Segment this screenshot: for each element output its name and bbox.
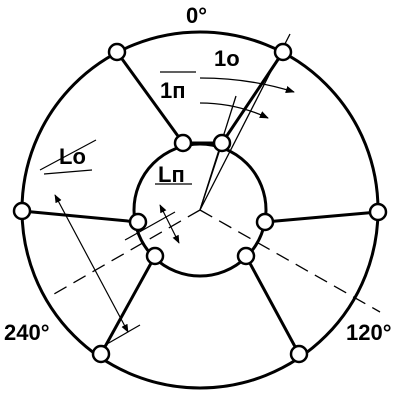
hinge-outer-right xyxy=(368,202,388,222)
centerline-120 xyxy=(199,209,381,313)
hinge-inner-bottom-left xyxy=(145,246,165,266)
angle-arc-outer xyxy=(199,77,295,93)
hinge-outer-top-right xyxy=(273,42,293,62)
inner-angle-label: 1п xyxy=(160,78,186,103)
dimension-ln xyxy=(124,183,192,244)
angle-arc-inner xyxy=(199,102,269,119)
angle-label-120: 120° xyxy=(346,320,392,345)
hinge-inner-top-left xyxy=(173,133,193,153)
angle-label-240: 240° xyxy=(4,320,50,345)
outer-angle-label: 1о xyxy=(214,46,240,71)
hinge-inner-top-right xyxy=(212,133,232,153)
dimension-lo xyxy=(39,139,141,349)
hinge-inner-bottom-right xyxy=(236,246,256,266)
hinge-outer-bottom-left xyxy=(91,344,111,364)
hinge-outer-left xyxy=(12,201,32,221)
radial-line-mid xyxy=(199,142,223,211)
inner-length-label: Lп xyxy=(158,162,185,187)
hinge-outer-top-left xyxy=(107,42,127,62)
rods xyxy=(21,51,379,355)
hinge-outer-bottom-right xyxy=(289,344,309,364)
outer-length-label: Lо xyxy=(59,144,86,169)
hinge-inner-right xyxy=(255,212,275,232)
angle-label-0: 0° xyxy=(186,3,207,28)
hinges xyxy=(12,42,388,364)
centerline-240 xyxy=(53,209,201,295)
hinge-inner-left xyxy=(128,212,148,232)
